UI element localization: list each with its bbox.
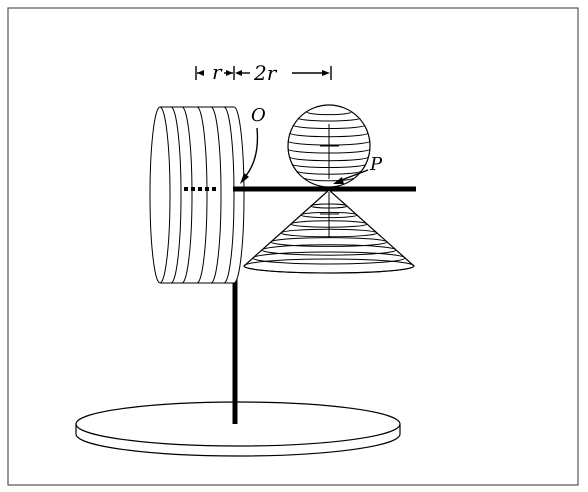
- r-dimension-label: r: [212, 60, 223, 84]
- o-pointer-arrowhead: [240, 173, 249, 184]
- cone: [243, 189, 415, 274]
- base-platform: [75, 401, 401, 457]
- disk-cylinder: [149, 106, 245, 284]
- sphere: [287, 104, 371, 188]
- figure-frame: [7, 7, 579, 486]
- point-p-label: P: [369, 154, 383, 175]
- point-o-label: O: [251, 105, 266, 126]
- o-pointer-arrow: [243, 127, 259, 179]
- p-pointer-arrowhead: [333, 177, 344, 184]
- dimension-line: [195, 66, 332, 80]
- two-r-dimension-label: 2r: [253, 61, 278, 85]
